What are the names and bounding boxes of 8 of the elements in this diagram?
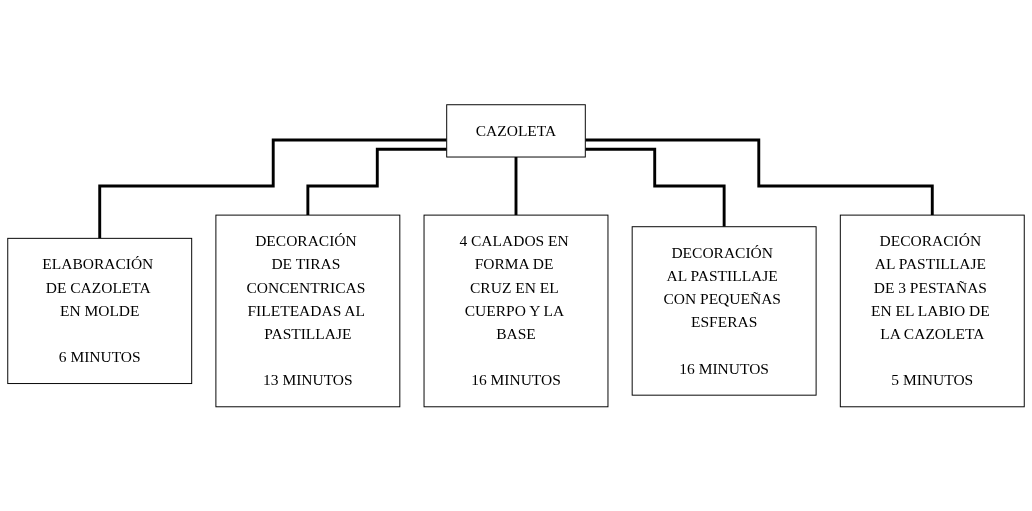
connector [98, 138, 447, 240]
node-box: DECORACIÓN AL PASTILLAJE DE 3 PESTAÑAS EN EL LABIO DE LA CAZOLETA 5 MINUTOS [839, 214, 1025, 407]
node-box: DECORACIÓN DE TIRAS CONCENTRICAS FILETEADAS AL PASTILLAJE 13 MINUTOS [215, 214, 401, 407]
node-box: DECORACIÓN AL PASTILLAJE CON PEQUEÑAS ESFERAS 16 MINUTOS [631, 225, 817, 396]
node-box: ELABORACIÓN DE CAZOLETA EN MOLDE 6 MINUTOS [7, 237, 193, 384]
connector [585, 147, 726, 228]
node-box: CAZOLETA [446, 104, 586, 158]
node-box: 4 CALADOS EN FORMA DE CRUZ EN EL CUERPO Y LA BASE 16 MINUTOS [423, 214, 609, 407]
